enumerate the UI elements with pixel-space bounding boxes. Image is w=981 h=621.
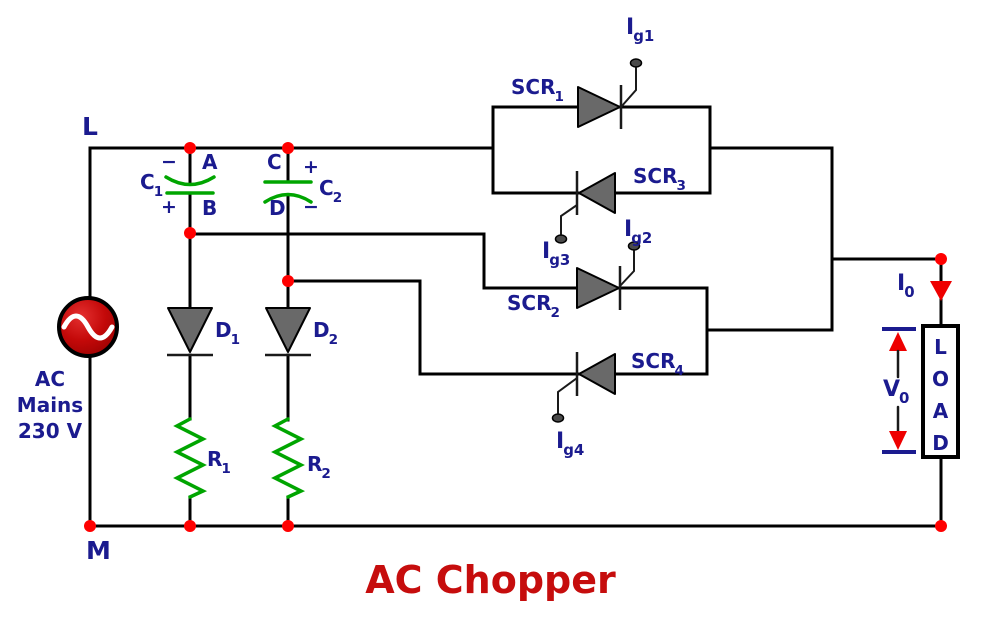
c2-minus-sign: − (303, 196, 319, 218)
cap-c1-base: C (140, 170, 155, 194)
scr1-label: SCR1 (511, 75, 565, 105)
output-current-arrow-icon (930, 281, 952, 301)
scr4-sub: 4 (674, 363, 684, 379)
c2-plus-sign: + (303, 156, 319, 178)
diode-d2-label: D2 (313, 318, 339, 348)
d2-sub: 2 (328, 332, 339, 348)
output-voltage-label: V0 (883, 377, 910, 408)
scr2-label: SCR2 (507, 291, 561, 321)
node-d-label: D (269, 196, 286, 220)
scr4-symbol (551, 352, 616, 423)
ac-source-label: AC Mains 230 V (6, 366, 94, 444)
load-label: L O A D (931, 335, 949, 455)
ig1-sub: g1 (633, 27, 655, 46)
scr2-sub: 2 (550, 305, 560, 321)
scr4-label: SCR4 (631, 349, 685, 379)
diode-d2-symbol (265, 307, 311, 357)
scr4-base: SCR (631, 349, 676, 373)
r2-sub: 2 (321, 466, 331, 482)
scr3-label: SCR3 (633, 164, 687, 194)
junction-dots (84, 142, 947, 532)
ac-source-symbol (57, 296, 119, 358)
label-l-terminal: L (82, 112, 98, 141)
v0-base: V (883, 377, 901, 402)
load-box (921, 324, 960, 459)
cap-c1-sub: 1 (153, 184, 164, 200)
cap-c1-label: C1 (140, 170, 164, 200)
diagram-title: AC Chopper (365, 558, 616, 602)
resistor-r1-label: R1 (207, 447, 232, 477)
r2-base: R (307, 452, 323, 476)
cap-c2-base: C (319, 176, 334, 200)
c1-plus-sign: + (161, 196, 177, 218)
ig4-label: Ig4 (556, 429, 585, 460)
capacitor-c1-symbol (164, 175, 216, 195)
ac-source-label-line1: AC (34, 367, 66, 391)
i0-sub: 0 (904, 283, 915, 302)
scr3-base: SCR (633, 164, 678, 188)
node-b-to-scr2-wire (188, 232, 486, 290)
scr1-symbol (577, 58, 643, 129)
ig2-base: I (624, 217, 633, 242)
loop-output-bus-wire (705, 146, 834, 332)
node-d-to-scr4-wire (286, 279, 422, 376)
gate-terminal-ig1 (629, 58, 643, 68)
ig3-sub: g3 (549, 251, 571, 270)
sine-wave-icon (61, 313, 115, 341)
d1-sub: 1 (230, 332, 241, 348)
ac-source-label-line3: 230 V (17, 419, 83, 443)
resistor-r2-label: R2 (307, 452, 332, 482)
output-voltage-arrow-icon (882, 327, 916, 454)
output-current-label: I0 (897, 271, 916, 302)
node-c-label: C (267, 150, 282, 174)
wires (88, 105, 943, 528)
cap-c2-label: C2 (319, 176, 343, 206)
ig4-sub: g4 (563, 441, 585, 460)
v0-sub: 0 (899, 389, 910, 408)
gate-terminal-ig3 (554, 234, 568, 244)
node-b-label: B (202, 196, 218, 220)
gate-terminal-ig2 (627, 241, 641, 251)
r1-base: R (207, 447, 223, 471)
scr2-base: SCR (507, 291, 552, 315)
ig3-label: Ig3 (542, 239, 571, 270)
scr2-symbol (576, 241, 641, 310)
i0-base: I (897, 271, 906, 296)
ig2-label: Ig2 (624, 217, 653, 248)
diode-d1-symbol (167, 307, 213, 357)
node-a-label: A (202, 150, 218, 174)
gate-terminal-ig4 (551, 413, 565, 423)
label-m-terminal: M (86, 536, 111, 565)
scr3-symbol (554, 171, 616, 244)
ig1-label: Ig1 (626, 15, 655, 46)
scr4-line-wire (418, 286, 709, 376)
ac-source-label-line2: Mains (16, 393, 84, 417)
capacitor-c2-symbol (263, 180, 313, 204)
scr1-base: SCR (511, 75, 556, 99)
ig1-base: I (626, 15, 635, 40)
scr3-sub: 3 (676, 178, 686, 194)
ig3-base: I (542, 239, 551, 264)
diode-d1-label: D1 (215, 318, 241, 348)
c1-minus-sign: − (161, 151, 177, 173)
scr1-sub: 1 (554, 89, 564, 105)
r1-sub: 1 (221, 461, 231, 477)
resistor-r1-symbol (173, 417, 208, 499)
ig4-base: I (556, 429, 565, 454)
cap-c2-sub: 2 (332, 190, 343, 206)
d1-base: D (215, 318, 232, 342)
resistor-r2-symbol (271, 417, 306, 499)
d2-base: D (313, 318, 330, 342)
ig2-sub: g2 (631, 229, 653, 248)
